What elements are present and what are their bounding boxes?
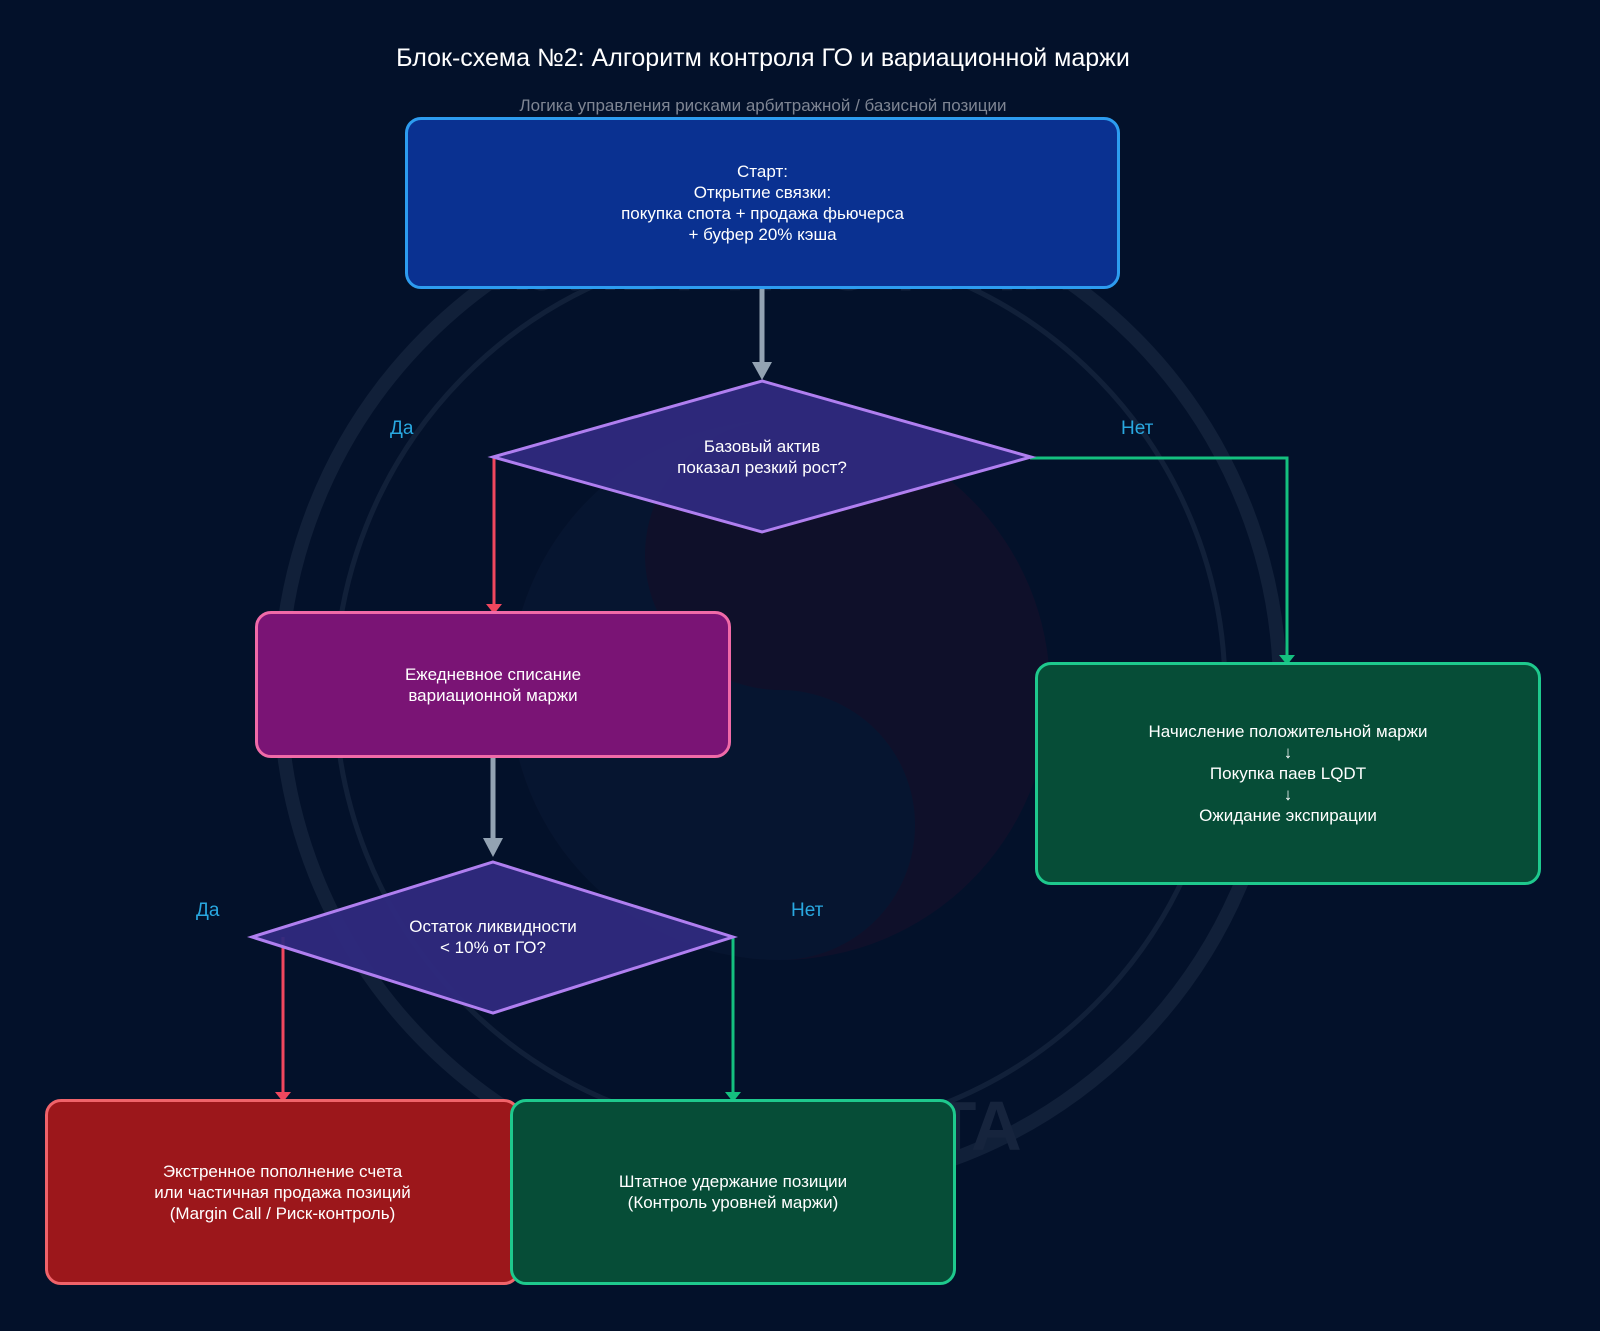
decision2-no-label: Нет: [791, 900, 824, 921]
decision2-diamond: [246, 860, 738, 1015]
decision2-line: < 10% от ГО?: [440, 938, 546, 957]
start-line: + буфер 20% кэша: [688, 225, 837, 244]
start-line: Старт:: [737, 162, 788, 181]
emergency-line: (Margin Call / Риск-контроль): [169, 1203, 396, 1223]
decision1-line: показал резкий рост?: [677, 458, 847, 477]
daily-debit-node: Ежедневное списание вариационной маржи: [255, 611, 731, 758]
arrowhead-decision1-no: [1279, 655, 1295, 665]
arrowhead-decision1-yes: [486, 604, 502, 614]
connector-decision1-no: [1030, 456, 1289, 662]
decision1-text: Базовый актив показал резкий рост?: [612, 433, 912, 481]
page-subtitle: Логика управления рисками арбитражной / …: [519, 96, 1007, 115]
arrowhead-decision2-yes: [275, 1092, 291, 1102]
page-title: Блок-схема №2: Алгоритм контроля ГО и ва…: [396, 44, 1130, 72]
debit-line: Ежедневное списание: [404, 664, 582, 684]
decision2-yes-label: Да: [196, 900, 220, 921]
decision2-line: Остаток ликвидности: [409, 917, 577, 936]
decision1-line: Базовый актив: [703, 437, 821, 456]
emergency-line: Экстренное пополнение счета: [162, 1161, 403, 1181]
positive-line: Покупка паев LQDT: [1209, 764, 1367, 783]
down-arrow-icon: ↓: [1283, 785, 1293, 804]
positive-line: Ожидание экспирации: [1199, 806, 1377, 825]
connectors: [275, 289, 1295, 1102]
start-line: Открытие связки:: [693, 183, 832, 202]
decision2-text: Остаток ликвидности < 10% от ГО?: [343, 913, 643, 961]
decision1-yes-label: Да: [390, 418, 414, 439]
hold-line: (Контроль уровней маржи): [627, 1193, 839, 1212]
hold-line: Штатное удержание позиции: [618, 1172, 848, 1191]
arrowhead-decision2-no: [725, 1092, 741, 1102]
emergency-line: или частичная продажа позиций: [154, 1182, 411, 1202]
positive-margin-node: Начисление положительной маржи ↓ Покупка…: [1035, 662, 1541, 885]
decision1-no-label: Нет: [1121, 418, 1154, 439]
emergency-node: Экстренное пополнение счета или частична…: [45, 1099, 520, 1285]
start-line: покупка спота + продажа фьючерса: [621, 204, 904, 223]
arrowhead-debit-to-decision2: [483, 838, 503, 857]
decision1-diamond: [487, 379, 1037, 534]
hold-position-node: Штатное удержание позиции (Контроль уров…: [510, 1099, 956, 1285]
arrowhead-start-to-decision1: [752, 362, 772, 380]
positive-line: Начисление положительной маржи: [1148, 722, 1428, 741]
start-node: Старт: Открытие связки: покупка спота + …: [405, 117, 1120, 289]
down-arrow-icon: ↓: [1283, 743, 1293, 762]
debit-line: вариационной маржи: [408, 685, 578, 705]
